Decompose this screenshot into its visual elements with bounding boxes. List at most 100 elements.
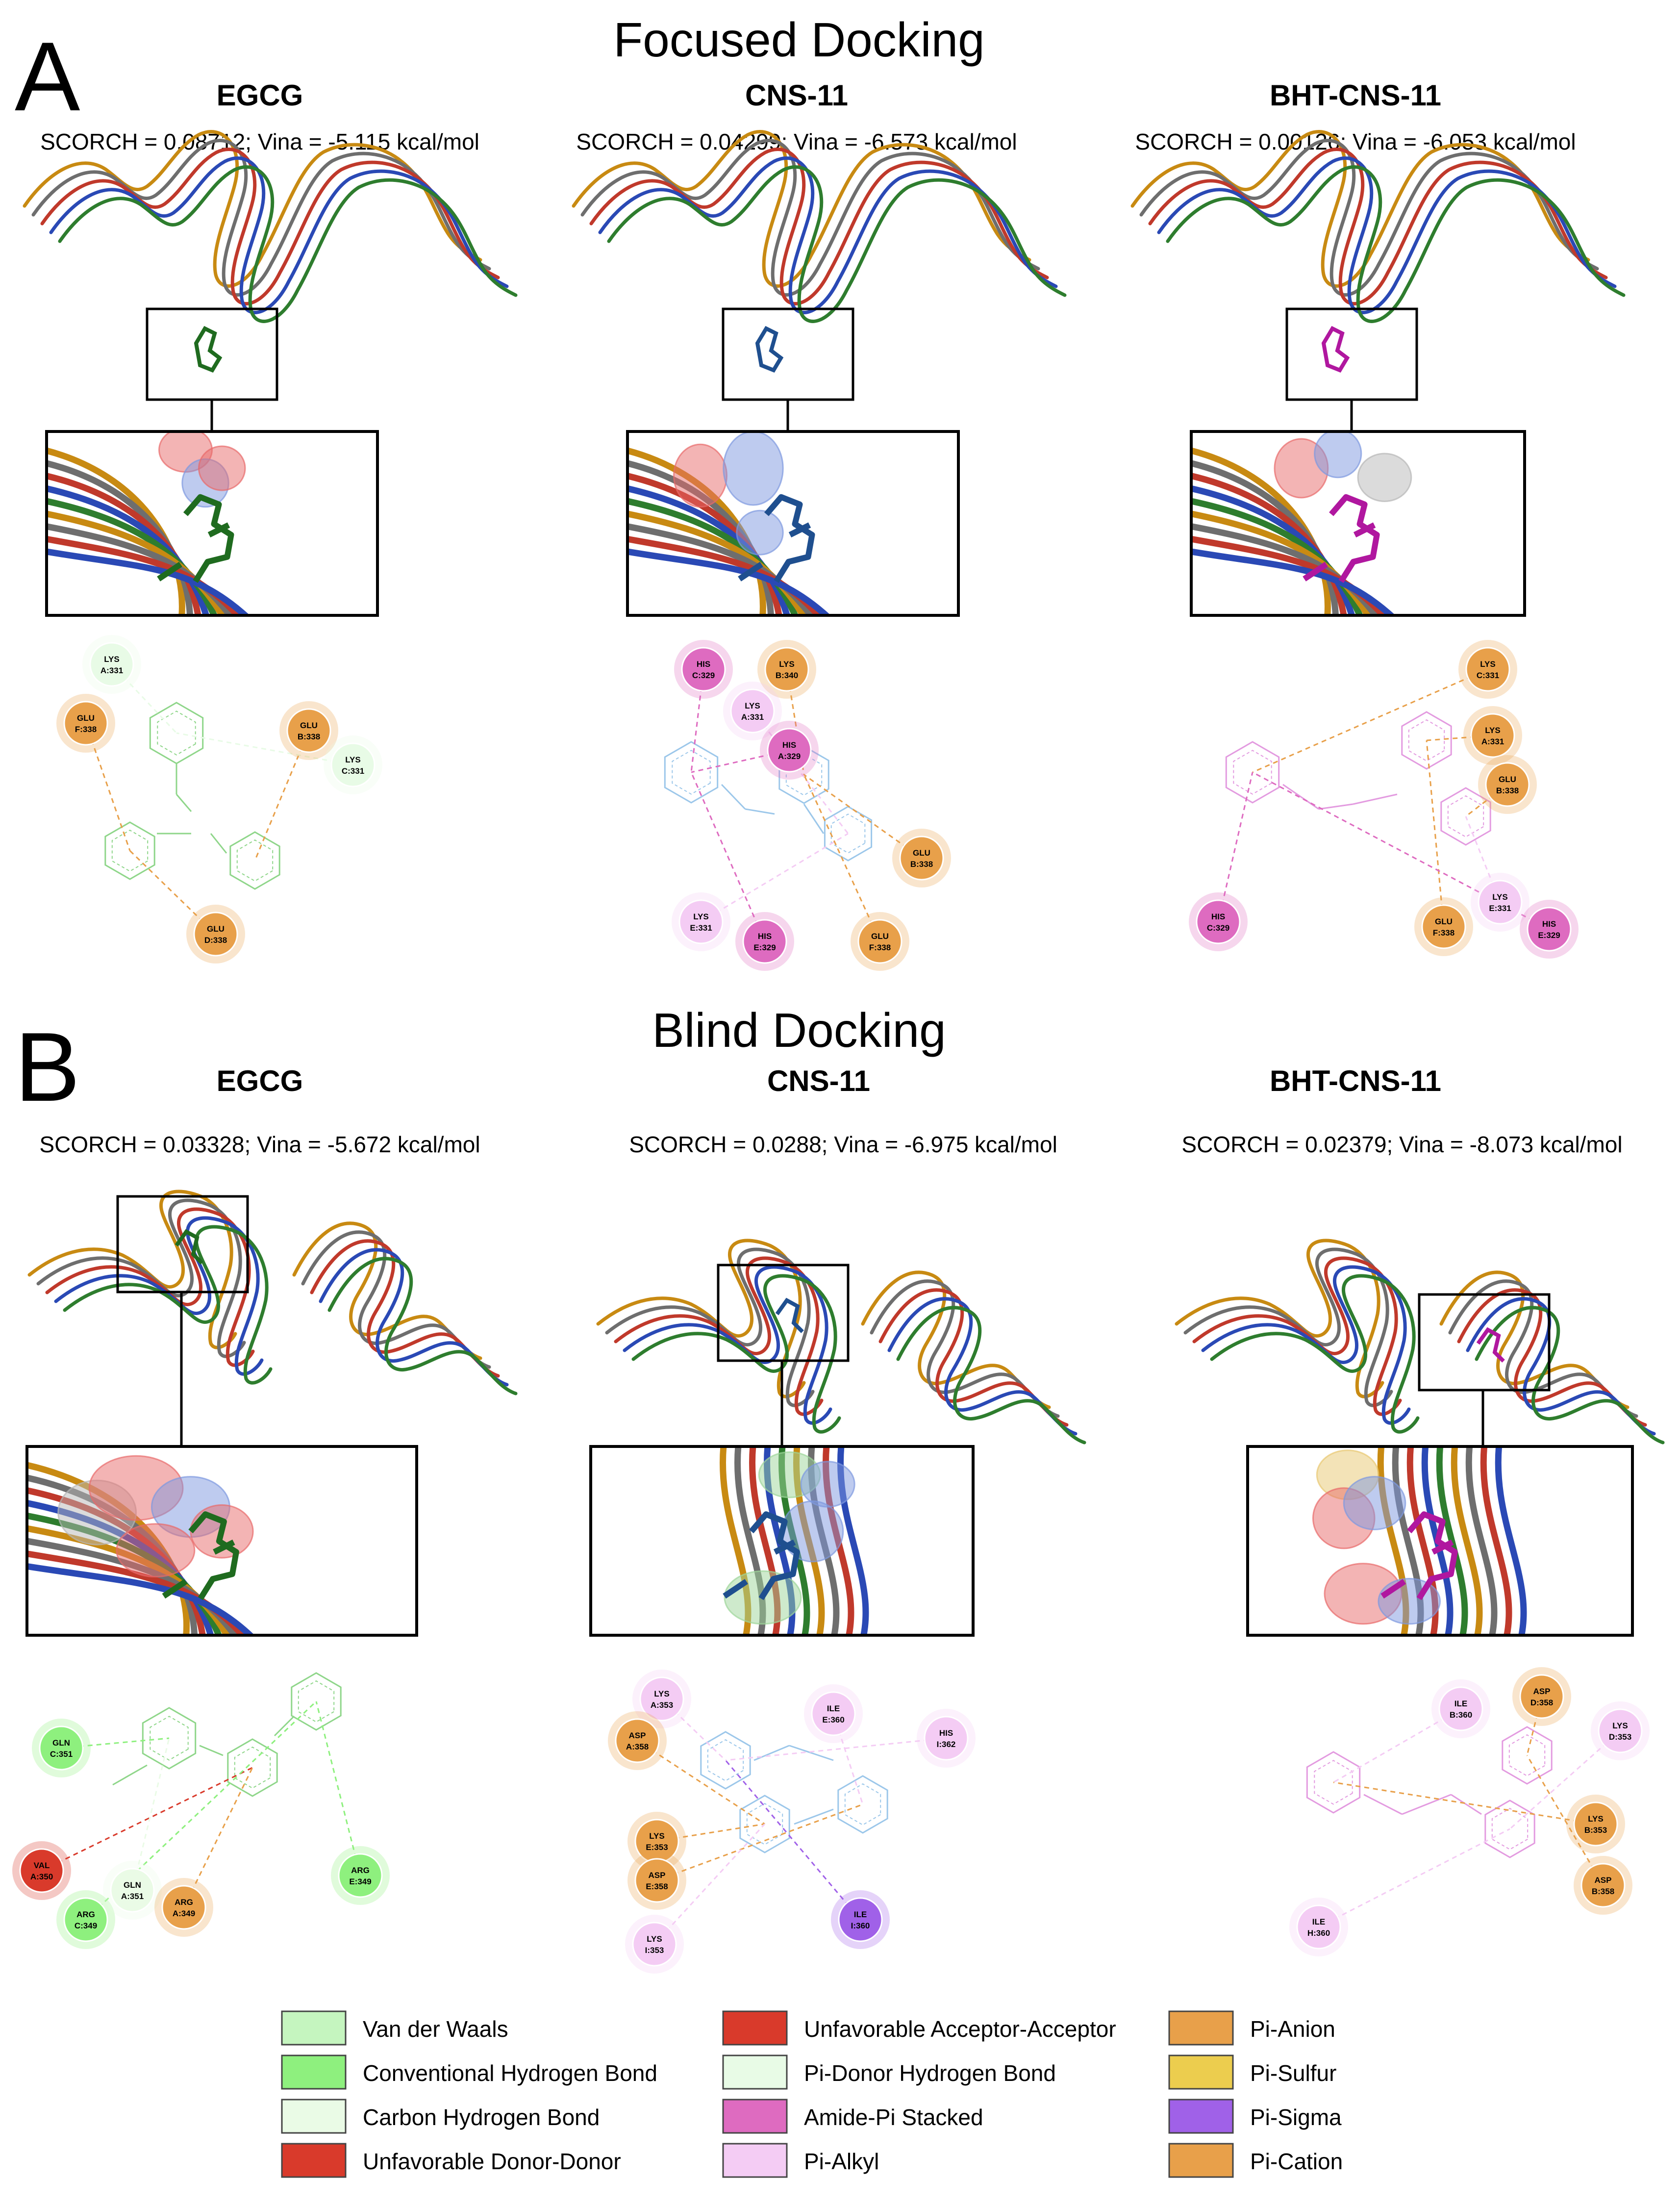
residue-glu-b-338: GLU B:338 [892,829,951,887]
residue-ile-h-360: ILE H:360 [1289,1898,1348,1956]
residue-id: C:351 [50,1749,73,1759]
ligand-name: EGCG [217,1064,303,1097]
residue-name: LYS [1492,892,1508,902]
residue-id: H:360 [1307,1928,1330,1938]
residue-id: B:338 [910,860,933,869]
residue-id: E:331 [1489,904,1511,913]
legend-label: Unfavorable Donor-Donor [363,2149,621,2174]
legend-label: Pi-Anion [1250,2016,1335,2042]
residue-name: ARG [175,1898,193,1907]
ligand-name: CNS-11 [767,1064,870,1097]
residue-id: E:360 [822,1715,844,1724]
residue-name: GLU [913,848,930,858]
residue-id: E:349 [349,1877,371,1886]
residue-name: GLU [300,721,318,730]
residue-name: ASP [1595,1876,1612,1885]
residue-id: A:331 [100,666,123,675]
zoom-box [722,307,854,401]
residue-id: A:353 [651,1700,673,1710]
residue-name: GLU [77,713,95,723]
panel-a-bht-header: BHT-CNS-11 SCORCH = 0.00126; Vina = -6.0… [1135,79,1576,154]
panel-b-bht-header: BHT-CNS-11 SCORCH = 0.02379; Vina = -8.0… [1181,1064,1622,1157]
fibril-ribbon-b-loop-0 [292,1221,518,1395]
interaction-diagram-0-2: LYSC:331LYSA:331GLUB:338HISC:329GLUF:338… [1189,640,1579,959]
residue-id: F:338 [869,943,891,952]
residue-id: B:338 [1496,786,1519,795]
residue-name: LYS [647,1934,662,1944]
legend-label: Carbon Hydrogen Bond [363,2104,600,2130]
residue-name: GLU [1435,917,1453,926]
ligand-stick [194,326,223,373]
legend-item-pi-alkyl: Pi-Alkyl [722,2143,879,2178]
residue-id: E:331 [690,923,712,933]
legend-item-unfavorable-acceptor-acceptor: Unfavorable Acceptor-Acceptor [722,2010,1116,2046]
fibril-ribbon-b-main-2 [1175,1239,1420,1434]
residue-name: HIS [1542,919,1556,929]
legend-item-pi-cation: Pi-Cation [1168,2143,1343,2178]
residue-name: HIS [758,932,772,941]
residue-name: HIS [782,740,796,750]
inset-b-egcg [25,1445,418,1637]
residue-name: LYS [1588,1814,1604,1824]
section-letter-b: B [15,1013,80,1122]
residue-id: B:360 [1450,1710,1472,1720]
fibril-ribbon-a-2 [1130,130,1626,323]
residue-id: E:329 [753,943,776,952]
residue-id: C:329 [692,671,715,680]
residue-id: D:358 [1530,1698,1553,1707]
score-line: SCORCH = 0.03328; Vina = -5.672 kcal/mol [39,1132,480,1157]
residue-name: ILE [1454,1699,1467,1708]
inset-a-cns11 [626,430,960,617]
ligand-name: CNS-11 [745,79,848,112]
residue-name: LYS [649,1831,665,1841]
residue-lys-c-331: LYS C:331 [1458,640,1517,699]
legend-label: Pi-Sigma [1250,2104,1342,2130]
residue-id: E:358 [646,1882,668,1891]
residue-name: LYS [1485,726,1501,735]
interaction-diagram-0-1: HISC:329LYSB:340LYSA:331HISA:329GLUB:338… [664,640,951,971]
legend-item-pi-donor-hbond: Pi-Donor Hydrogen Bond [722,2054,1056,2090]
ligand-name: BHT-CNS-11 [1270,79,1441,112]
section-title-blind: Blind Docking [652,1003,946,1057]
residue-id: C:329 [1207,923,1229,933]
residue-id: C:331 [1477,671,1499,680]
fibril-ribbon-b-loop-1 [861,1270,1086,1445]
score-line: SCORCH = 0.0288; Vina = -6.975 kcal/mol [629,1132,1057,1157]
residue-name: ASP [629,1731,646,1740]
residue-id: I:360 [851,1921,870,1930]
residue-name: HIS [1211,912,1225,921]
ligand-stick [175,1229,203,1265]
residue-name: LYS [654,1689,670,1698]
score-line: SCORCH = 0.02379; Vina = -8.073 kcal/mol [1181,1132,1622,1157]
residue-id: I:353 [645,1946,664,1955]
residue-name: ILE [827,1704,840,1713]
legend-item-conventional-hbond: Conventional Hydrogen Bond [281,2054,657,2090]
interaction-diagram-1-0: GLNC:351VALA:350ARGC:349GLNA:351ARGA:349… [12,1672,390,1949]
residue-id: D:338 [204,936,227,945]
inset-b-cns11 [589,1445,975,1637]
residue-name: ILE [1312,1917,1325,1926]
residue-name: LYS [1480,659,1496,669]
residue-name: ARG [76,1910,95,1919]
legend-label: Van der Waals [363,2016,508,2042]
section-title-focused: Focused Docking [613,13,984,67]
residue-id: B:338 [298,732,320,741]
inset-b-bht [1246,1445,1634,1637]
